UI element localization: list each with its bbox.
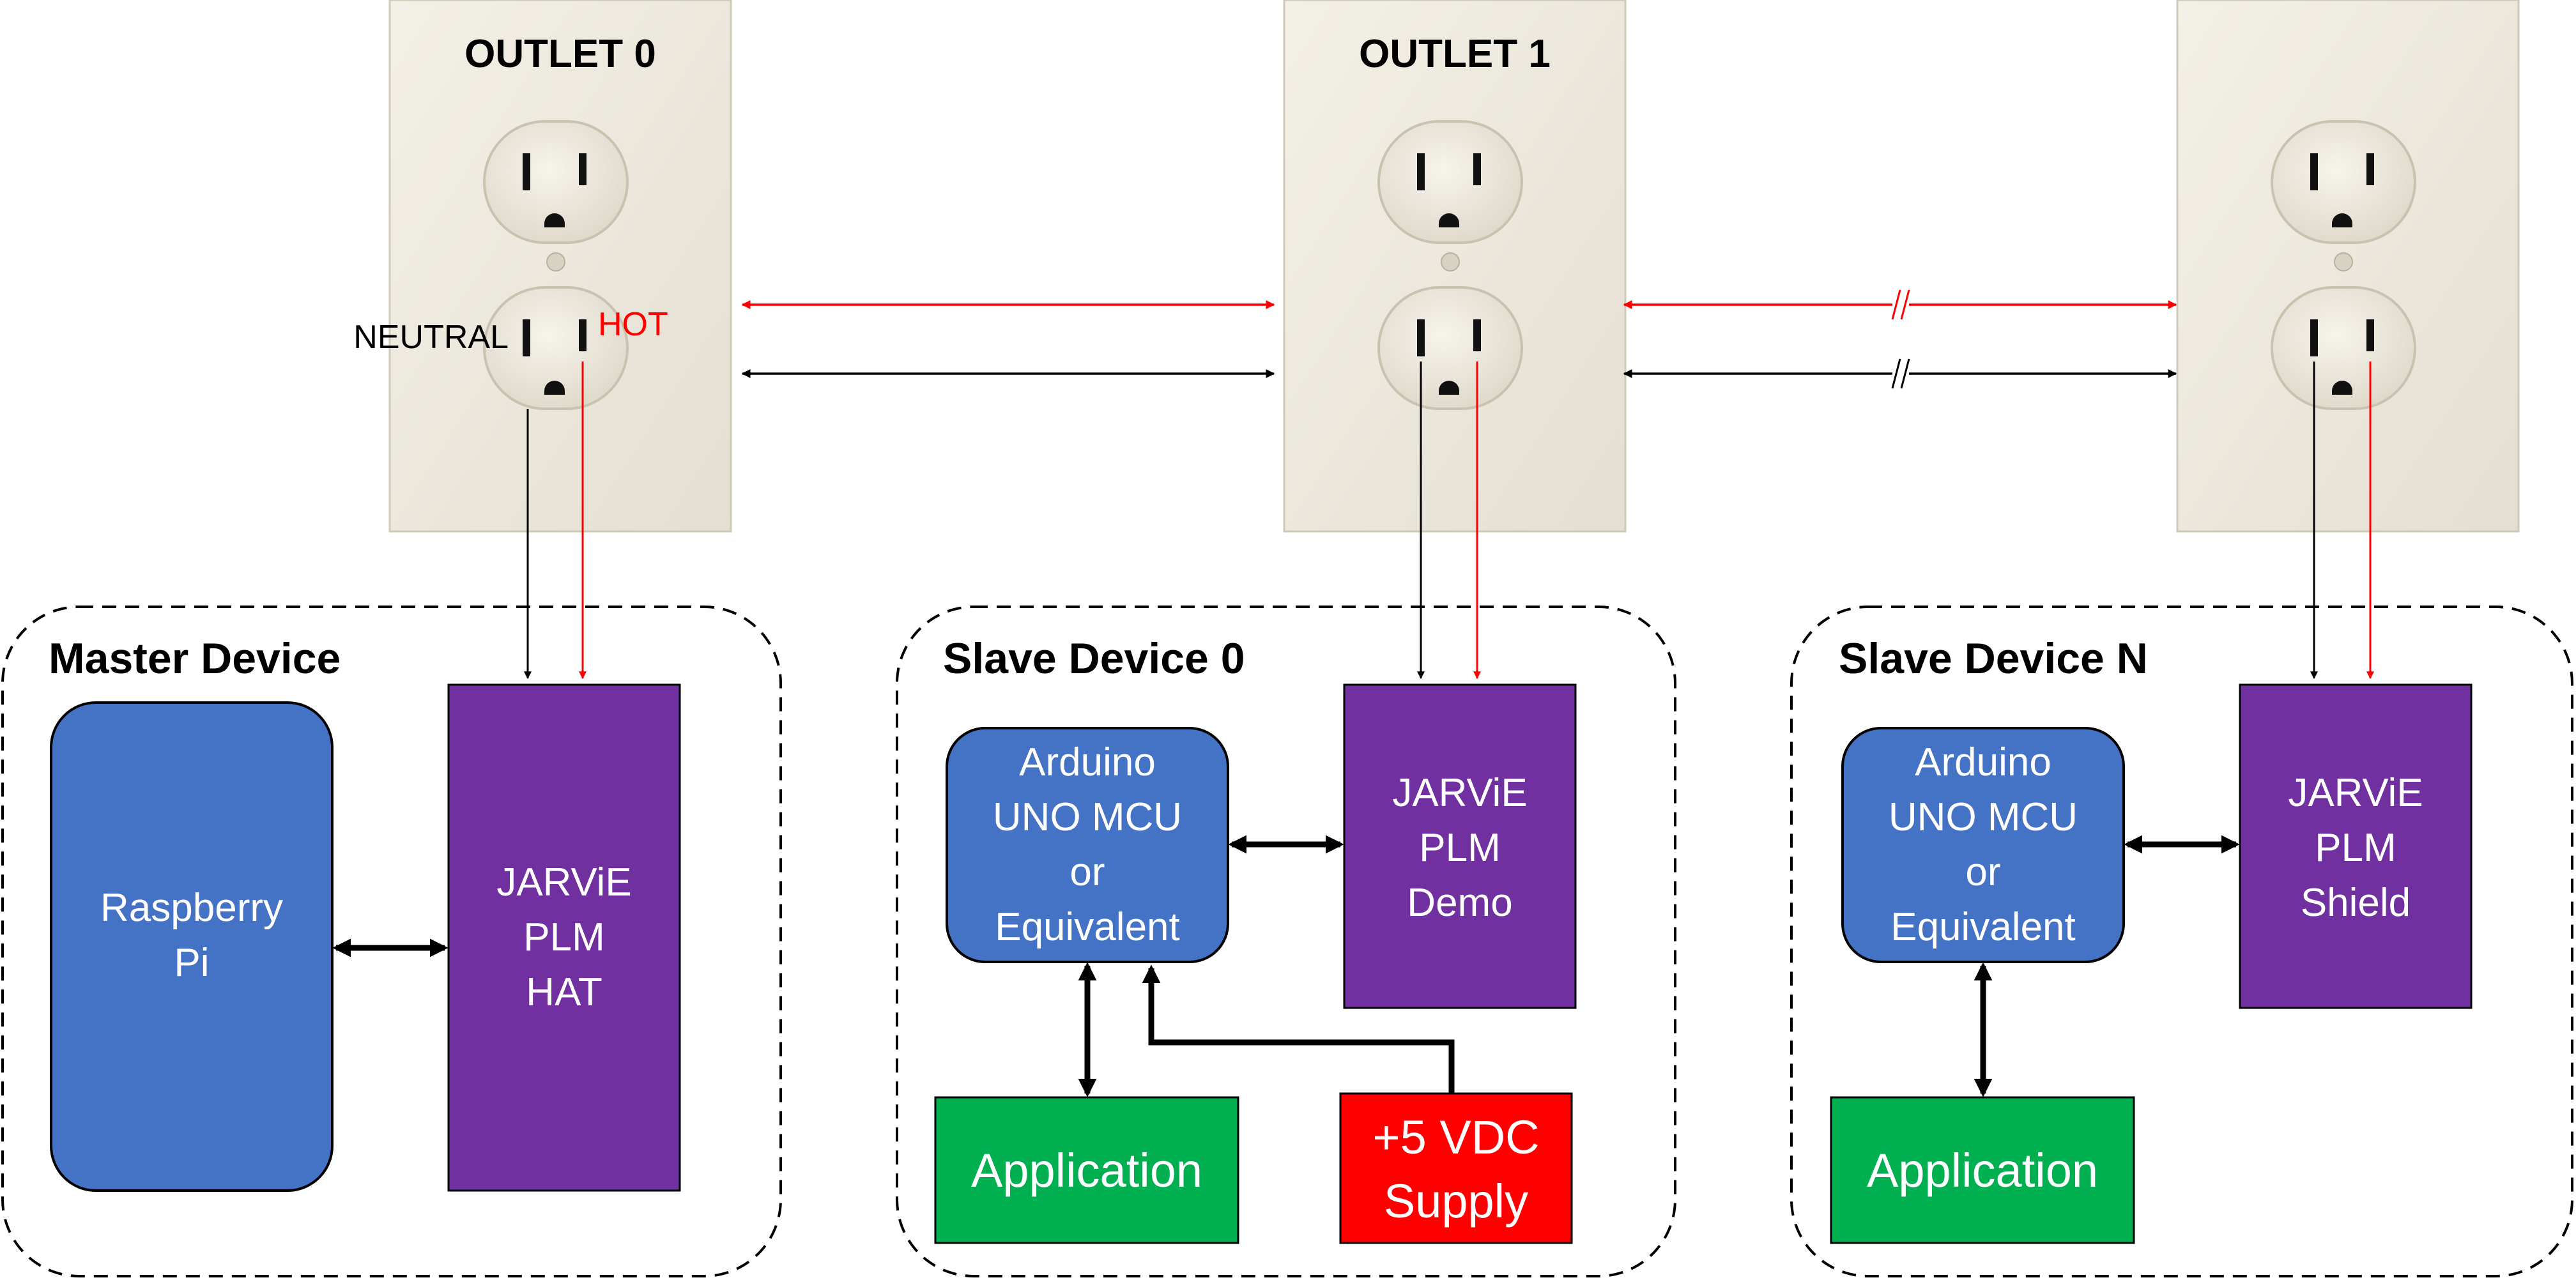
arduino-0-line-2: UNO MCU — [993, 795, 1182, 839]
plate-screw — [546, 252, 565, 271]
supply-to-arduino-link — [1142, 964, 1455, 1093]
outlet-drops — [524, 362, 2374, 680]
plate-screw — [1441, 252, 1460, 271]
arduino-n-line-1: Arduino — [1915, 740, 2051, 784]
arduino-n-line-4: Equivalent — [1890, 905, 2076, 949]
line-break-mark-hot — [1891, 289, 1910, 320]
arduino-0-line-3: or — [1070, 850, 1105, 894]
application-n-block — [1830, 1096, 2135, 1244]
raspberry-pi-line-1: Raspberry — [100, 886, 283, 930]
plm-hat-line-2: PLM — [523, 915, 604, 959]
arduino-n-line-3: or — [1965, 850, 2000, 894]
supply-line-2: Supply — [1384, 1175, 1528, 1228]
upper-receptacle — [2271, 120, 2416, 244]
upper-receptacle — [483, 120, 629, 244]
plm-hat-line-3: HAT — [526, 970, 602, 1014]
plm-demo-line-2: PLM — [1419, 826, 1500, 870]
plate-screw — [2334, 252, 2353, 271]
plm-demo-line-1: JARViE — [1392, 771, 1527, 815]
outlet-1-label: OUTLET 1 — [1359, 32, 1551, 76]
block-connectors — [332, 835, 2240, 1097]
arduino-0-block — [946, 727, 1229, 963]
plm-shield-line-2: PLM — [2315, 826, 2396, 870]
arduino-0-line-1: Arduino — [1019, 740, 1156, 784]
raspberry-pi-block — [50, 701, 334, 1192]
raspberry-pi-line-2: Pi — [174, 941, 209, 985]
plm-shield-line-1: JARViE — [2288, 771, 2423, 815]
plm-demo-line-3: Demo — [1407, 881, 1512, 925]
outlet-1: OUTLET 1 — [1283, 0, 1627, 533]
arduino-n-line-2: UNO MCU — [1889, 795, 2078, 839]
plm-hat-line-1: JARViE — [496, 860, 631, 904]
lower-receptacle — [1377, 286, 1523, 410]
slave-device-n-title: Slave Device N — [1839, 634, 2148, 683]
outlet-0-label: OUTLET 0 — [464, 32, 656, 76]
neutral-terminal-label: NEUTRAL — [353, 319, 509, 356]
lower-receptacle — [483, 286, 629, 410]
plm-shield-block — [2239, 683, 2472, 1009]
application-0-block — [934, 1096, 1239, 1244]
slave-device-0-group — [896, 606, 1676, 1277]
plm-shield-line-3: Shield — [2301, 881, 2411, 925]
lower-receptacle — [2271, 286, 2416, 410]
outlet-0: OUTLET 0 NEUTRAL HOT — [353, 0, 732, 533]
line-break-mark-neutral — [1891, 358, 1910, 389]
supply-block — [1339, 1092, 1573, 1244]
plm-demo-block — [1343, 683, 1577, 1009]
supply-line-1: +5 VDC — [1372, 1111, 1539, 1164]
master-device-group — [1, 606, 782, 1277]
outlet-n — [2176, 0, 2520, 533]
application-0-label: Application — [971, 1144, 1202, 1197]
arduino-n-block — [1841, 727, 2125, 963]
powerline-links — [741, 289, 2177, 389]
application-n-label: Application — [1867, 1144, 2098, 1197]
slave-device-0-title: Slave Device 0 — [943, 634, 1245, 683]
upper-receptacle — [1377, 120, 1523, 244]
arduino-0-line-4: Equivalent — [995, 905, 1180, 949]
hot-terminal-label: HOT — [598, 306, 668, 343]
plm-hat-block — [447, 683, 681, 1192]
master-device-title: Master Device — [49, 634, 341, 683]
